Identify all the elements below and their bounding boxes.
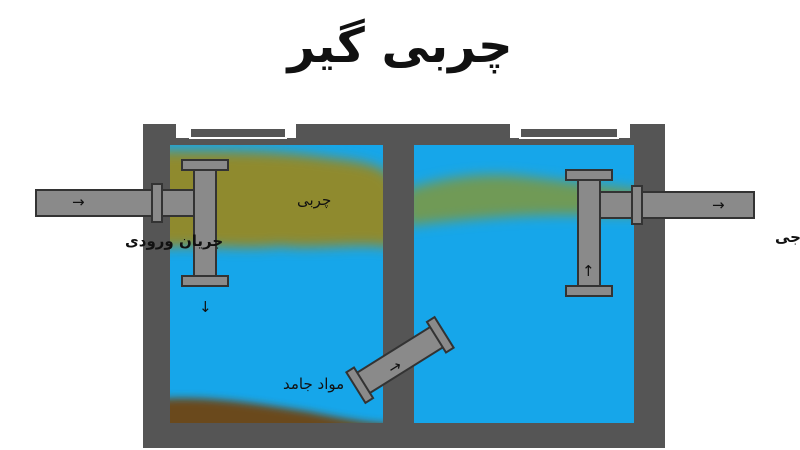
- diagram-title: چربی گیر: [287, 18, 513, 74]
- left-lid: [189, 127, 287, 139]
- transfer-pipe: [344, 315, 456, 405]
- outlet-label: جریان خروجی: [775, 228, 800, 246]
- grease-label: چربی: [297, 191, 331, 209]
- arrow-up-icon: ↑: [582, 262, 595, 280]
- right-lid: [519, 127, 619, 139]
- arrow-down-icon: ↓: [199, 298, 212, 316]
- inlet-pipe: [35, 159, 229, 287]
- grease-layer-left: [170, 150, 383, 248]
- solids-label: مواد جامد: [283, 375, 344, 393]
- sludge-layer: [170, 398, 377, 423]
- arrow-right-icon: →: [712, 196, 725, 214]
- right-chamber: [414, 145, 634, 423]
- arrow-right-icon: →: [72, 193, 85, 211]
- outlet-pipe: [565, 169, 755, 297]
- inlet-label: جریان ورودی: [125, 232, 223, 250]
